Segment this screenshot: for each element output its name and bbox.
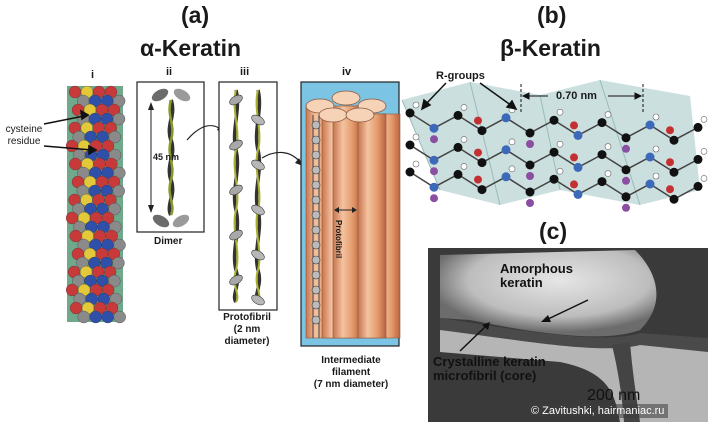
panel-b-letter: (b) xyxy=(537,2,567,28)
crystalline-label-line1: Crystalline keratin xyxy=(433,354,546,369)
protofibril-label-line3: diameter) xyxy=(224,336,270,347)
rgroups-label: R-groups xyxy=(436,70,485,82)
filament-label-line2: filament xyxy=(331,367,371,378)
protofibril-diagram xyxy=(218,81,278,311)
length-label: 45 nm xyxy=(153,152,180,162)
amorphous-label-line2: keratin xyxy=(500,275,543,290)
amorphous-label: Amorphous keratin xyxy=(500,262,573,290)
filament-label-line1: Intermediate xyxy=(321,355,381,366)
dimer-label: Dimer xyxy=(154,236,183,247)
scale-bar-label: 200 nm xyxy=(587,387,641,404)
amorphous-label-line1: Amorphous xyxy=(500,261,573,276)
beta-sheet-model xyxy=(401,79,708,212)
cysteine-arrows xyxy=(43,109,98,156)
cysteine-label: cysteine residue xyxy=(2,124,46,148)
arrow-protofibril-to-filament xyxy=(261,151,301,163)
protofibril-label-line1: Protofibril xyxy=(223,312,271,323)
protofibril-rotated-label: Protofibril xyxy=(334,220,343,259)
credit-watermark: © Zavitushki, hairmaniac.ru xyxy=(527,404,669,418)
sublabel-i: i xyxy=(91,69,95,81)
panel-c-letter: (c) xyxy=(539,218,568,244)
alpha-helix-model xyxy=(65,85,126,324)
protofibril-label-line2: (2 nm xyxy=(233,324,261,335)
intermediate-filament-diagram xyxy=(300,81,401,347)
tem-micrograph xyxy=(428,248,708,422)
cysteine-label-line1: cysteine xyxy=(5,124,43,135)
crystalline-label: Crystalline keratin microfibril (core) xyxy=(433,355,546,383)
panel-a-letter: (a) xyxy=(181,2,210,28)
panel-a-title: α-Keratin xyxy=(140,35,242,61)
crystalline-label-line2: microfibril (core) xyxy=(433,368,537,383)
rgroup-arrows xyxy=(420,82,518,111)
sublabel-ii: ii xyxy=(166,66,173,78)
filament-label: Intermediate filament (7 nm diameter) xyxy=(298,355,404,391)
cysteine-label-line2: residue xyxy=(7,136,41,147)
spacing-label: 0.70 nm xyxy=(556,90,597,102)
sublabel-iii: iii xyxy=(240,66,250,78)
filament-label-line3: (7 nm diameter) xyxy=(313,379,389,390)
protofibril-label: Protofibril (2 nm diameter) xyxy=(214,312,280,348)
spacing-dimension xyxy=(520,84,644,112)
sublabel-iv: iv xyxy=(342,66,352,78)
dimer-diagram xyxy=(136,81,205,233)
panel-b-title: β-Keratin xyxy=(500,35,601,61)
